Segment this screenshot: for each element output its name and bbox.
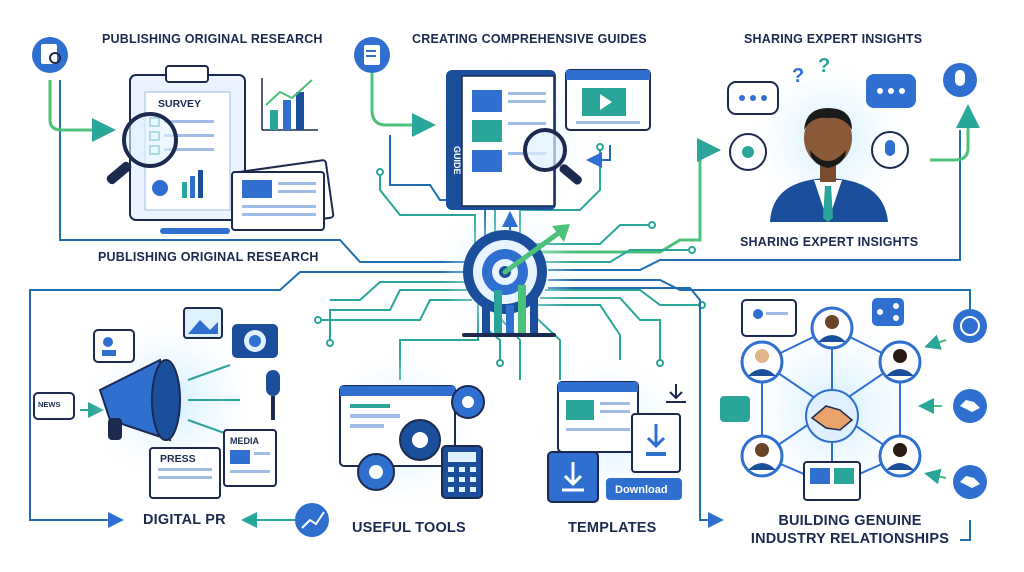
central-target-hub bbox=[439, 204, 575, 340]
media-text: MEDIA bbox=[230, 436, 260, 446]
label-insights-bottom: SHARING EXPERT INSIGHTS bbox=[740, 235, 919, 249]
label-relationships-line2: INDUSTRY RELATIONSHIPS bbox=[750, 531, 950, 547]
label-research-bottom: PUBLISHING ORIGINAL RESEARCH bbox=[98, 250, 319, 264]
relationships-illustration bbox=[720, 298, 987, 501]
person-node bbox=[810, 306, 854, 350]
press-text: PRESS bbox=[160, 453, 196, 465]
label-guides-top: CREATING COMPREHENSIVE GUIDES bbox=[412, 32, 647, 46]
label-relationships-line1: BUILDING GENUINE bbox=[778, 513, 922, 529]
svg-text:?: ? bbox=[792, 65, 804, 87]
news-text: NEWS bbox=[38, 400, 61, 409]
tools-illustration bbox=[325, 355, 485, 505]
label-digital-pr: DIGITAL PR bbox=[143, 512, 226, 528]
label-research-top: PUBLISHING ORIGINAL RESEARCH bbox=[102, 32, 323, 46]
label-useful-tools: USEFUL TOOLS bbox=[352, 520, 466, 536]
label-templates: TEMPLATES bbox=[568, 520, 657, 536]
insights-illustration: ? ? bbox=[727, 55, 977, 222]
digital-pr-illustration: NEWS PRESS MEDIA bbox=[33, 307, 329, 537]
templates-illustration: Download bbox=[540, 360, 686, 503]
guide-spine-text: GUIDE bbox=[452, 146, 462, 175]
label-insights-top: SHARING EXPERT INSIGHTS bbox=[744, 32, 923, 46]
guides-illustration: GUIDE bbox=[354, 37, 651, 230]
research-illustration: SURVEY bbox=[32, 37, 335, 234]
download-button-text: Download bbox=[615, 484, 668, 496]
svg-text:?: ? bbox=[818, 55, 830, 77]
survey-text: SURVEY bbox=[158, 98, 201, 110]
